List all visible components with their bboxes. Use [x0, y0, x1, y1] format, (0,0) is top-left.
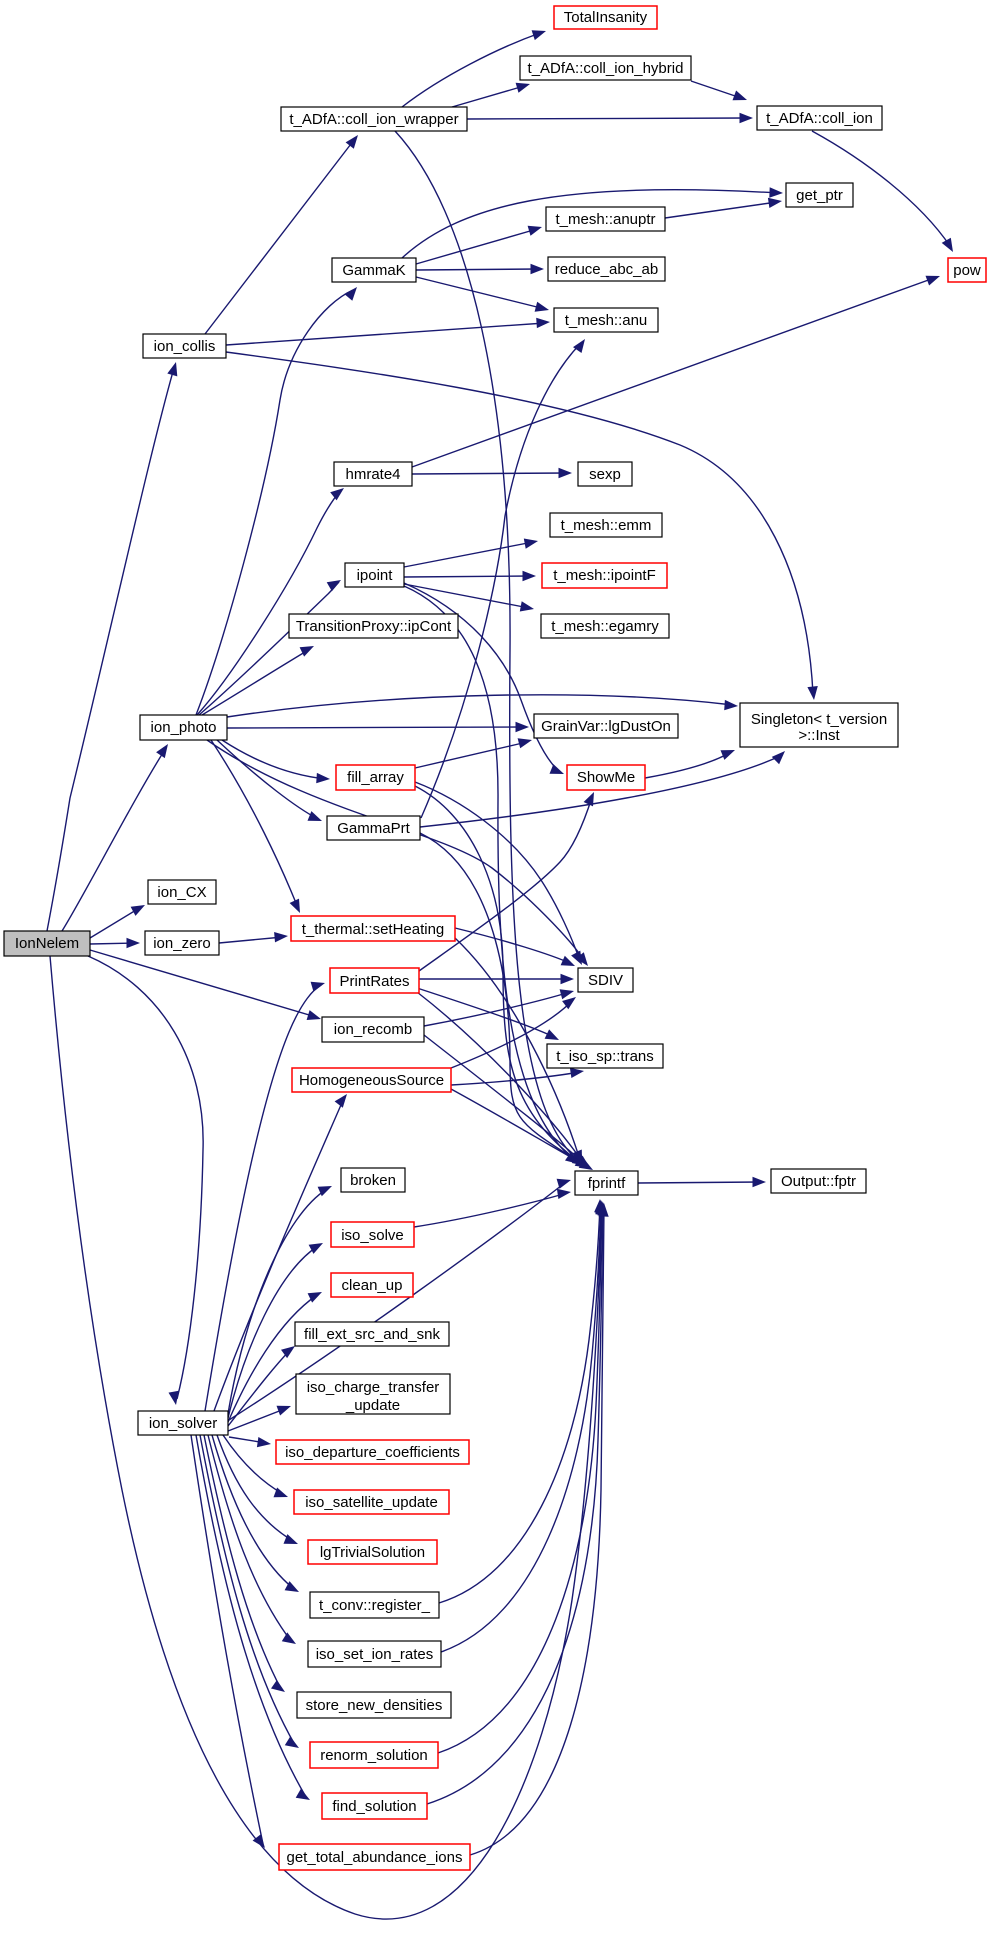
svg-text:TotalInsanity: TotalInsanity: [564, 9, 648, 26]
svg-text:t_ADfA::coll_ion_hybrid: t_ADfA::coll_ion_hybrid: [528, 60, 684, 77]
svg-text:broken: broken: [350, 1172, 396, 1189]
svg-text:get_total_abundance_ions: get_total_abundance_ions: [287, 1849, 463, 1866]
svg-text:iso_solve: iso_solve: [341, 1227, 404, 1244]
svg-text:t_conv::register_: t_conv::register_: [319, 1597, 431, 1614]
svg-text:reduce_abc_ab: reduce_abc_ab: [555, 261, 658, 278]
svg-text:t_iso_sp::trans: t_iso_sp::trans: [556, 1048, 654, 1065]
svg-text:t_ADfA::coll_ion: t_ADfA::coll_ion: [766, 110, 873, 127]
svg-text:find_solution: find_solution: [332, 1798, 416, 1815]
svg-text:SDIV: SDIV: [588, 972, 623, 989]
svg-text:t_mesh::emm: t_mesh::emm: [561, 517, 652, 534]
svg-text:t_mesh::anuptr: t_mesh::anuptr: [555, 211, 655, 228]
svg-text:lgTrivialSolution: lgTrivialSolution: [320, 1544, 425, 1561]
svg-text:GammaPrt: GammaPrt: [337, 820, 410, 837]
svg-text:ion_collis: ion_collis: [154, 338, 216, 355]
svg-text:iso_departure_coefficients: iso_departure_coefficients: [285, 1444, 460, 1461]
svg-text:ion_solver: ion_solver: [149, 1415, 217, 1432]
svg-text:iso_charge_transfer: iso_charge_transfer: [307, 1379, 440, 1396]
svg-text:t_ADfA::coll_ion_wrapper: t_ADfA::coll_ion_wrapper: [289, 111, 458, 128]
svg-text:fill_ext_src_and_snk: fill_ext_src_and_snk: [304, 1326, 440, 1343]
svg-text:hmrate4: hmrate4: [345, 466, 400, 483]
svg-text:fill_array: fill_array: [347, 769, 404, 786]
svg-text:ion_zero: ion_zero: [153, 935, 211, 952]
svg-text:IonNelem: IonNelem: [15, 935, 79, 952]
svg-text:PrintRates: PrintRates: [339, 973, 409, 990]
svg-text:ion_photo: ion_photo: [151, 719, 217, 736]
svg-text:ShowMe: ShowMe: [577, 769, 635, 786]
svg-text:t_mesh::egamry: t_mesh::egamry: [551, 618, 659, 635]
svg-text:Output::fptr: Output::fptr: [781, 1173, 856, 1190]
svg-text:t_mesh::ipointF: t_mesh::ipointF: [553, 567, 656, 584]
svg-text:clean_up: clean_up: [342, 1277, 403, 1294]
svg-text:get_ptr: get_ptr: [796, 187, 843, 204]
svg-text:fprintf: fprintf: [588, 1175, 626, 1192]
svg-text:iso_satellite_update: iso_satellite_update: [305, 1494, 438, 1511]
svg-text:Singleton< t_version: Singleton< t_version: [751, 711, 887, 728]
svg-text:_update: _update: [345, 1397, 400, 1414]
svg-text:>::Inst: >::Inst: [798, 727, 840, 744]
svg-text:ipoint: ipoint: [357, 567, 394, 584]
svg-text:TransitionProxy::ipCont: TransitionProxy::ipCont: [296, 618, 452, 635]
svg-text:t_thermal::setHeating: t_thermal::setHeating: [302, 921, 445, 938]
svg-text:t_mesh::anu: t_mesh::anu: [565, 312, 648, 329]
svg-text:sexp: sexp: [589, 466, 621, 483]
svg-text:ion_CX: ion_CX: [157, 884, 206, 901]
svg-text:iso_set_ion_rates: iso_set_ion_rates: [316, 1646, 434, 1663]
svg-text:pow: pow: [953, 262, 981, 279]
svg-text:store_new_densities: store_new_densities: [306, 1697, 443, 1714]
svg-text:ion_recomb: ion_recomb: [334, 1021, 412, 1038]
svg-text:GammaK: GammaK: [342, 262, 405, 279]
svg-text:HomogeneousSource: HomogeneousSource: [299, 1072, 444, 1089]
svg-text:renorm_solution: renorm_solution: [320, 1747, 428, 1764]
svg-text:GrainVar::lgDustOn: GrainVar::lgDustOn: [541, 718, 671, 735]
